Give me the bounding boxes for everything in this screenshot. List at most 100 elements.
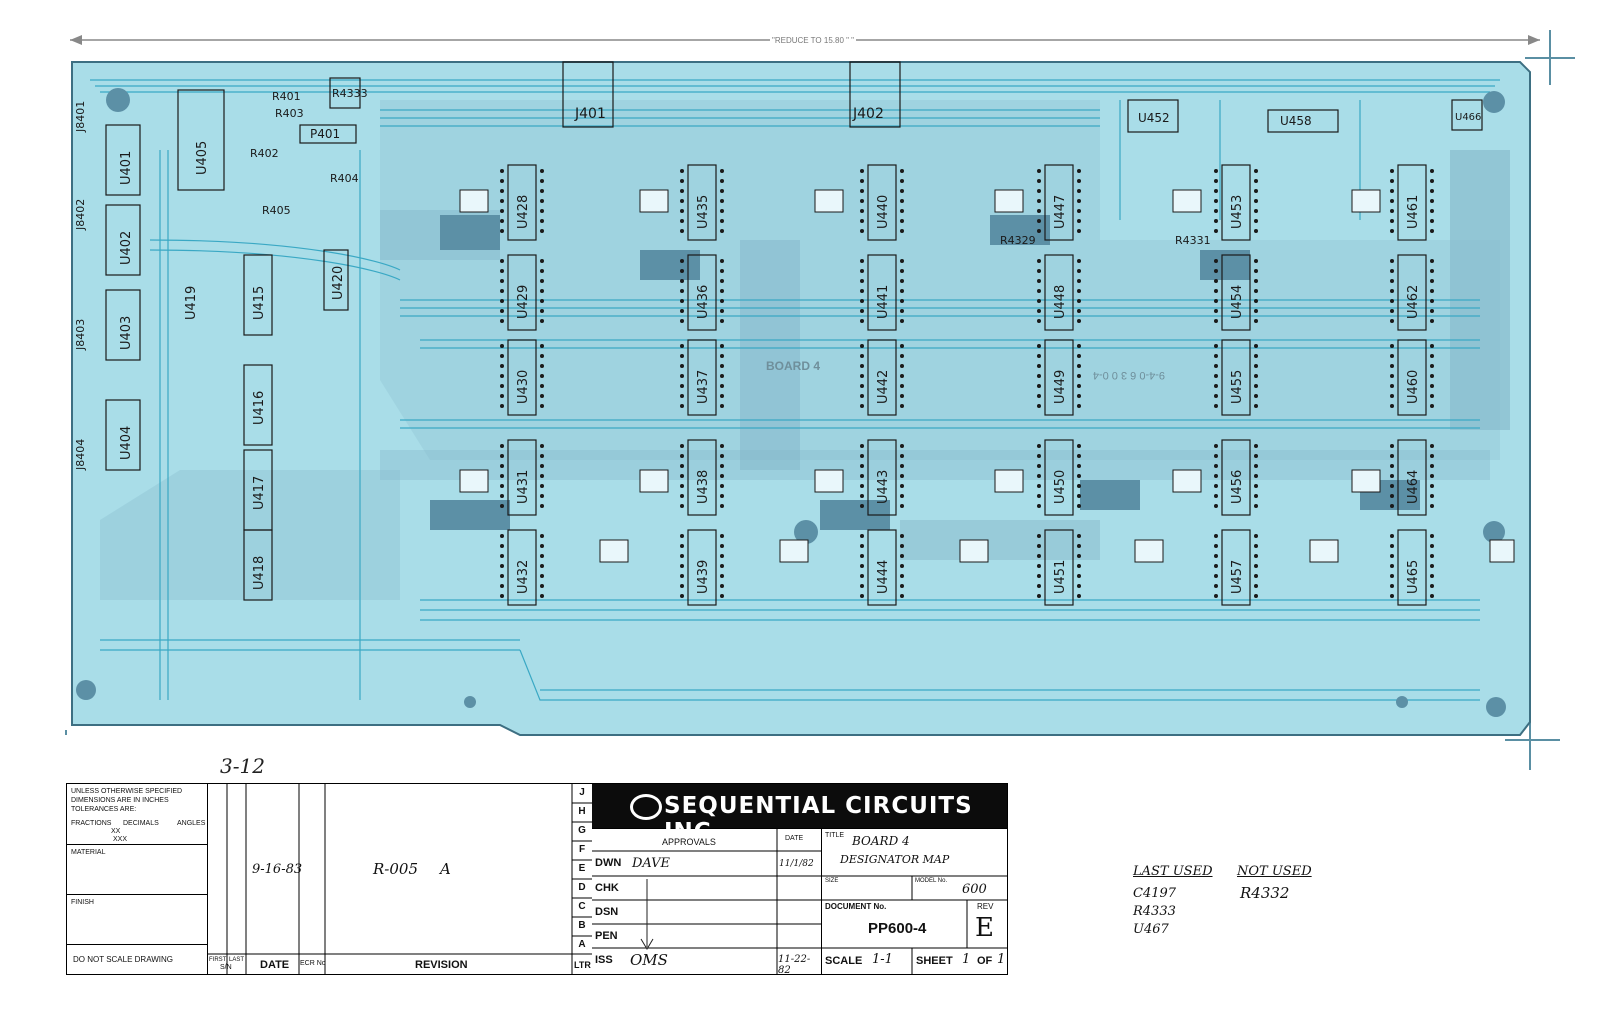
ic-body: [1221, 339, 1251, 416]
ic-pin: [500, 169, 504, 173]
connector-j8403: J8403: [74, 319, 87, 351]
ic-pin: [1077, 299, 1081, 303]
ic-pin: [720, 454, 724, 458]
ic-pin: [1254, 454, 1258, 458]
ic-label-u436: U436: [696, 285, 711, 319]
xx-label: XX: [111, 828, 121, 835]
ic-pin: [1077, 219, 1081, 223]
ic-pin: [1037, 454, 1041, 458]
ic-pin: [500, 229, 504, 233]
ic-pin: [1254, 504, 1258, 508]
ic-pin: [900, 209, 904, 213]
ic-pin: [720, 354, 724, 358]
ic-pin: [720, 259, 724, 263]
ic-pin: [1390, 309, 1394, 313]
ic-pin: [1037, 279, 1041, 283]
not-used-item-1: R4332: [1240, 884, 1290, 902]
ic-pin: [1254, 534, 1258, 538]
ic-pin: [720, 219, 724, 223]
ic-pin: [1037, 259, 1041, 263]
ic-pin: [1254, 169, 1258, 173]
ic-pin: [1254, 179, 1258, 183]
ic-pin: [900, 554, 904, 558]
ic-pin: [500, 279, 504, 283]
ic-pin: [680, 584, 684, 588]
ic-pin: [500, 504, 504, 508]
ic-pin: [1390, 199, 1394, 203]
finish-cell: FINISH: [67, 894, 208, 944]
ic-pin: [500, 394, 504, 398]
rev-letter-j: J: [579, 787, 585, 798]
model-label: MODEL No.: [915, 878, 948, 884]
ic-pin: [1037, 319, 1041, 323]
ic-pin: [1430, 474, 1434, 478]
sheet-value: 1: [962, 952, 971, 967]
ic-body: [1397, 164, 1427, 241]
ic-u415: U415: [252, 286, 267, 320]
rev-entry-ltr: A: [440, 860, 451, 878]
xxx-label: XXX: [113, 836, 128, 843]
ic-pin: [1077, 269, 1081, 273]
ic-pin: [680, 364, 684, 368]
ic-pin: [860, 454, 864, 458]
ic-pin: [720, 584, 724, 588]
ic-pin: [860, 534, 864, 538]
ic-pin: [1254, 594, 1258, 598]
ic-pin: [900, 189, 904, 193]
ic-label-u454: U454: [1230, 285, 1245, 319]
ic-pin: [540, 289, 544, 293]
ic-label-u462: U462: [1406, 285, 1421, 319]
ic-pin: [900, 564, 904, 568]
ic-pin: [1254, 554, 1258, 558]
ic-pin: [540, 574, 544, 578]
last-used-item-2: R4333: [1133, 904, 1176, 919]
ic-pin: [1390, 384, 1394, 388]
ic-pin: [900, 464, 904, 468]
ic-pin: [500, 199, 504, 203]
ic-label-u457: U457: [1230, 560, 1245, 594]
ic-pin: [1214, 554, 1218, 558]
ic-pin: [1430, 169, 1434, 173]
ic-pin: [1214, 504, 1218, 508]
connector-outlines: [299, 61, 901, 144]
ic-pin: [1077, 199, 1081, 203]
ic-pin: [900, 484, 904, 488]
ic-pin: [720, 319, 724, 323]
ic-pin: [1254, 494, 1258, 498]
ic-pin: [540, 179, 544, 183]
ic-pin: [1037, 189, 1041, 193]
ic-pin: [1077, 504, 1081, 508]
ic-pin: [1430, 344, 1434, 348]
ic-pin: [900, 299, 904, 303]
ic-pin: [540, 199, 544, 203]
ic-pin: [1430, 354, 1434, 358]
ic-pin: [720, 394, 724, 398]
ic-label-u429: U429: [516, 285, 531, 319]
ic-pin: [900, 354, 904, 358]
ic-pin: [860, 309, 864, 313]
ic-pin: [1390, 289, 1394, 293]
ic-pin: [1390, 344, 1394, 348]
ic-pin: [900, 454, 904, 458]
ic-pin: [1037, 384, 1041, 388]
ic-pin: [500, 319, 504, 323]
ic-body: [687, 439, 717, 516]
ic-pin: [1037, 199, 1041, 203]
ic-pin: [860, 219, 864, 223]
ic-pin: [900, 219, 904, 223]
ic-pin: [1390, 179, 1394, 183]
ic-pin: [720, 504, 724, 508]
ic-pin: [1390, 534, 1394, 538]
ic-pin: [1390, 229, 1394, 233]
ic-pin: [540, 484, 544, 488]
ic-pin: [1430, 404, 1434, 408]
ic-pin: [860, 179, 864, 183]
ic-pin: [720, 594, 724, 598]
ic-pin: [1077, 574, 1081, 578]
ic-pin: [1430, 309, 1434, 313]
document-grid-lines: [822, 875, 1007, 974]
ic-label-u449: U449: [1053, 370, 1068, 404]
ic-pin: [860, 364, 864, 368]
ic-pin: [1077, 344, 1081, 348]
tolerance-note-2: DIMENSIONS ARE IN INCHES: [71, 797, 169, 804]
